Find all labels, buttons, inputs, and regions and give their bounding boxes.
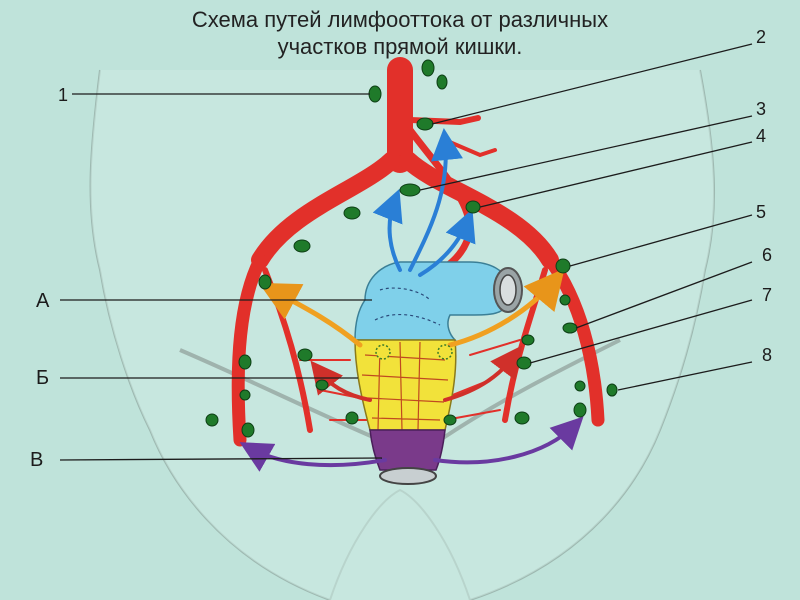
lymph-node	[239, 355, 251, 369]
lymph-node	[517, 357, 531, 369]
lymph-node	[522, 335, 534, 345]
lymph-node	[259, 275, 271, 289]
lymph-node	[437, 75, 447, 89]
lymph-node	[242, 423, 254, 437]
lymph-node	[574, 403, 586, 417]
lymph-node	[560, 295, 570, 305]
anal-opening	[380, 468, 436, 484]
lymph-node	[298, 349, 312, 361]
lymph-node	[240, 390, 250, 400]
lymph-node	[515, 412, 529, 424]
lymph-node	[369, 86, 381, 102]
label-4: 4	[756, 127, 766, 145]
label-b: Б	[36, 369, 49, 387]
lymph-node	[344, 207, 360, 219]
lymph-node	[563, 323, 577, 333]
lymph-node	[575, 381, 585, 391]
lymph-node	[556, 259, 570, 273]
lymph-node	[607, 384, 617, 396]
label-3: 3	[756, 100, 766, 118]
label-2: 2	[756, 28, 766, 46]
lymph-node	[444, 415, 456, 425]
rectum-lumen	[500, 275, 516, 305]
label-7: 7	[762, 286, 772, 304]
lymph-node	[400, 184, 420, 196]
lymph-node	[422, 60, 434, 76]
label-5: 5	[756, 203, 766, 221]
lymph-node	[316, 380, 328, 390]
label-v: В	[30, 451, 43, 469]
label-6: 6	[762, 246, 772, 264]
lymph-node	[376, 345, 390, 359]
label-1: 1	[58, 86, 68, 104]
label-8: 8	[762, 346, 772, 364]
lymph-node	[294, 240, 310, 252]
lymph-node	[438, 345, 452, 359]
rectum-lower-segment	[370, 430, 445, 470]
lymph-node	[346, 412, 358, 424]
lymph-node	[206, 414, 218, 426]
label-a: А	[36, 292, 49, 310]
lymph-node	[466, 201, 480, 213]
lymph-node	[417, 118, 433, 130]
